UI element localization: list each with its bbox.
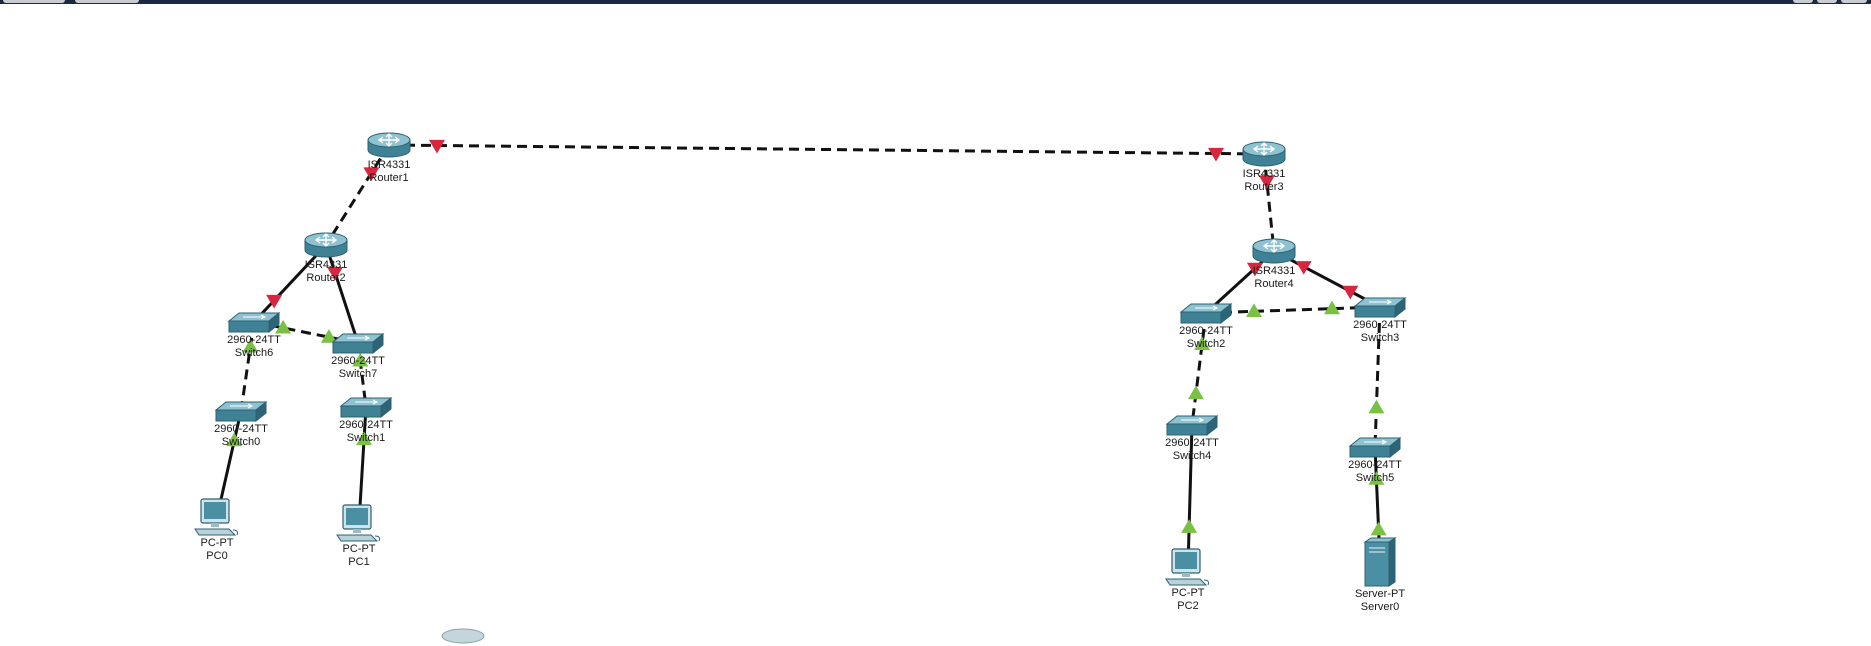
pc-icon[interactable] (194, 497, 239, 536)
device-model-label: 2960-24TT (1179, 324, 1233, 337)
link-status-up-icon (1368, 399, 1385, 414)
cable-router2-switch6[interactable] (252, 243, 328, 324)
link-status-up-icon (226, 432, 243, 447)
device-model-label: PC-PT (342, 542, 376, 555)
link-status-down-icon (1208, 147, 1225, 162)
cable-layer (215, 139, 1387, 568)
device-name-label: Switch5 (1355, 471, 1395, 484)
device-model-label: 2960-24TT (214, 422, 268, 435)
link-status-up-icon (320, 329, 337, 343)
device-name-label: Router3 (1244, 181, 1284, 193)
device-model-label: ISR4331 (1242, 168, 1286, 180)
link-status-up-icon (1245, 303, 1262, 317)
device-model-label: 2960-24TT (227, 333, 281, 346)
link-status-up-icon (1368, 471, 1385, 485)
router-icon[interactable] (367, 132, 411, 158)
switch-icon[interactable] (214, 400, 268, 422)
device-name-label: Switch4 (1172, 449, 1212, 462)
link-status-down-icon (1258, 175, 1275, 190)
switch-icon[interactable] (331, 332, 385, 354)
router-icon[interactable] (1252, 238, 1296, 264)
switch-icon[interactable] (1165, 414, 1219, 436)
device-model-label: 2960-24TT (1348, 458, 1402, 471)
partial-router-icon[interactable] (440, 626, 500, 646)
cable-switch3-switch5[interactable] (1373, 306, 1382, 448)
toolbar-button-1[interactable] (3, 0, 65, 3)
switch-icon[interactable] (1179, 302, 1233, 324)
close-icon[interactable] (1841, 0, 1867, 3)
router-icon[interactable] (304, 232, 348, 258)
link-status-down-icon (326, 266, 343, 281)
link-status-up-icon (1181, 519, 1198, 533)
pc-icon[interactable] (336, 503, 381, 542)
switch-icon[interactable] (339, 396, 393, 418)
router-icon[interactable] (1242, 141, 1286, 167)
switch-icon[interactable] (1353, 296, 1407, 318)
switch-icon[interactable] (1348, 436, 1402, 458)
link-status-up-icon (1187, 385, 1204, 400)
device-model-label: 2960-24TT (331, 354, 385, 367)
device-name-label: Switch3 (1360, 331, 1400, 344)
device-name-label: Router2 (306, 272, 346, 284)
device-model-label: Server-PT (1354, 587, 1406, 600)
device-name-label: Router4 (1254, 278, 1294, 290)
link-status-up-icon (356, 431, 373, 446)
device-model-label: 2960-24TT (1353, 318, 1407, 331)
device-name-label: Switch7 (338, 367, 378, 380)
link-status-down-icon (266, 294, 283, 309)
link-status-up-icon (352, 352, 369, 367)
device-name-label: Switch0 (221, 435, 261, 448)
toolbar-button-2[interactable] (75, 0, 139, 3)
server-icon[interactable] (1362, 536, 1397, 587)
device-name-label: Switch2 (1186, 337, 1226, 350)
link-status-up-icon (1194, 336, 1211, 350)
cable-switch2-switch3[interactable] (1205, 305, 1381, 315)
device-model-label: ISR4331 (304, 259, 348, 271)
link-status-down-icon (428, 139, 445, 154)
cable-router1-router2[interactable] (324, 144, 391, 246)
device-name-label: Switch1 (346, 431, 386, 444)
link-status-up-icon (1370, 521, 1387, 536)
cable-switch1-pc1[interactable] (357, 406, 368, 524)
cable-router1-router3[interactable] (388, 143, 1265, 156)
link-status-down-icon (1295, 261, 1312, 275)
device-model-label: ISR4331 (1252, 265, 1296, 277)
cable-switch7-switch1[interactable] (356, 342, 368, 408)
cable-router2-switch7[interactable] (324, 244, 360, 344)
device-model-label: 2960-24TT (339, 418, 393, 431)
link-status-up-icon (1324, 300, 1341, 315)
device-name-label: Switch6 (234, 346, 274, 359)
device-model-label: PC-PT (1171, 586, 1205, 599)
device-name-label: PC0 (206, 549, 228, 562)
link-status-up-icon (275, 319, 292, 334)
device-model-label: ISR4331 (367, 159, 411, 171)
switch-icon[interactable] (227, 311, 281, 333)
cable-switch2-switch4[interactable] (1190, 312, 1208, 426)
restore-icon[interactable] (1817, 0, 1837, 3)
device-name-label: Server0 (1360, 600, 1400, 613)
link-status-up-icon (242, 338, 259, 353)
device-name-label: Router1 (369, 172, 409, 184)
link-status-down-icon (1246, 262, 1263, 277)
cable-switch4-pc2[interactable] (1186, 424, 1194, 568)
device-model-label: 2960-24TT (1165, 436, 1219, 449)
device-name-label: PC1 (348, 555, 370, 568)
cable-router3-router4[interactable] (1262, 153, 1276, 252)
link-status-down-icon (363, 167, 380, 181)
link-status-down-icon (1342, 285, 1359, 300)
window-title-bar (0, 0, 1871, 4)
pc-icon[interactable] (1165, 547, 1210, 586)
device-name-label: PC2 (1177, 599, 1199, 612)
minimize-icon[interactable] (1793, 0, 1813, 3)
device-model-label: PC-PT (200, 536, 234, 549)
